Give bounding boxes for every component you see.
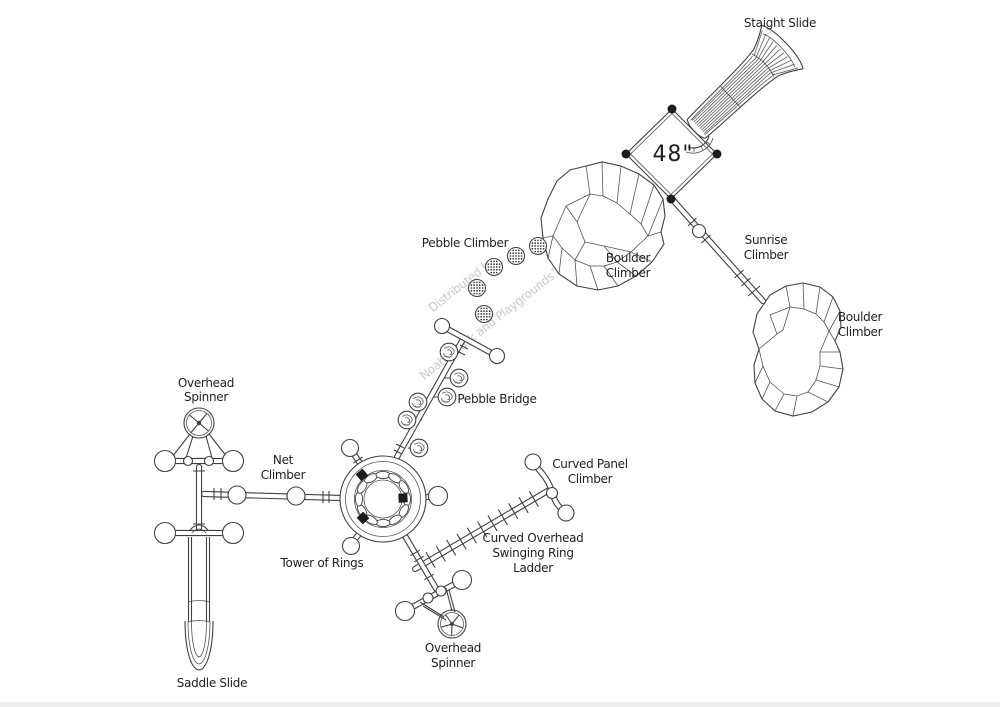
- overhead-spinner-top-label-line1: Overhead: [178, 376, 234, 390]
- overhead-spinner-bottom-label-line2: Spinner: [431, 656, 475, 670]
- curved-panel-climber-label-line2: Climber: [568, 472, 613, 486]
- diagram-art: [153, 24, 844, 671]
- tower-of-rings-label: Tower of Rings: [280, 556, 364, 570]
- pebble: [506, 246, 526, 266]
- pebble: [528, 236, 548, 256]
- pebble: [467, 278, 487, 298]
- pebble-bridge-drawing: [393, 317, 506, 461]
- ring-clamps: [355, 468, 408, 525]
- pebble: [439, 342, 459, 362]
- sunrise-climber-label-line2: Climber: [744, 248, 789, 262]
- pebble: [437, 387, 457, 407]
- overhead-spinner-bottom-label-line1: Overhead: [425, 641, 481, 655]
- overhead-spinner-top-label-line2: Spinner: [184, 390, 228, 404]
- pebble: [409, 438, 429, 458]
- ring-ladder-label-line1: Curved Overhead: [483, 531, 584, 545]
- pebble: [474, 304, 494, 324]
- pebble-climber-label: Pebble Climber: [422, 236, 509, 250]
- straight-slide-drawing: [686, 24, 804, 139]
- sunrise-climber-label-line1: Sunrise: [745, 233, 788, 247]
- ring-ladder-label-line3: Ladder: [513, 561, 553, 575]
- ring-ladder-label-line2: Swinging Ring: [492, 546, 573, 560]
- pebble: [449, 368, 469, 388]
- page-bottom-edge: [0, 702, 1000, 707]
- boulder-climber-right-drawing: [752, 282, 844, 417]
- slide-entry-flange: [685, 135, 714, 154]
- sunrise-climber-drawing: [668, 195, 767, 305]
- curved-panel-climber-label-line1: Curved Panel: [552, 457, 628, 471]
- pebble: [408, 392, 428, 412]
- boulder-climber-left-label-line2: Climber: [606, 266, 651, 280]
- labels-layer: Staight Slide 48" Sunrise Climber Boulde…: [177, 16, 883, 690]
- deck-corner-dots: [621, 104, 722, 204]
- boulder-climber-right-label-line1: Boulder: [838, 310, 883, 324]
- boulder-climber-left-label-line1: Boulder: [606, 251, 651, 265]
- overhead-spinner-bottom-drawing: [394, 569, 473, 639]
- overhead-spinner-top-drawing: [153, 407, 245, 545]
- pebble: [397, 410, 417, 430]
- net-climber-label-line2: Climber: [261, 468, 306, 482]
- tower-of-rings-drawing: [339, 455, 427, 543]
- saddle-slide-drawing: [184, 537, 214, 671]
- deck-dimension-label: 48": [652, 142, 693, 167]
- net-climber-drawing: [200, 485, 345, 506]
- boulder-climber-right-label-line2: Climber: [838, 325, 883, 339]
- saddle-slide-label: Saddle Slide: [177, 676, 247, 690]
- curved-panel-climber-drawing: [524, 453, 575, 522]
- pebble-bridge-label: Pebble Bridge: [457, 392, 536, 406]
- net-climber-label-line1: Net: [273, 453, 294, 467]
- pebble: [484, 257, 504, 277]
- straight-slide-label: Staight Slide: [744, 16, 816, 30]
